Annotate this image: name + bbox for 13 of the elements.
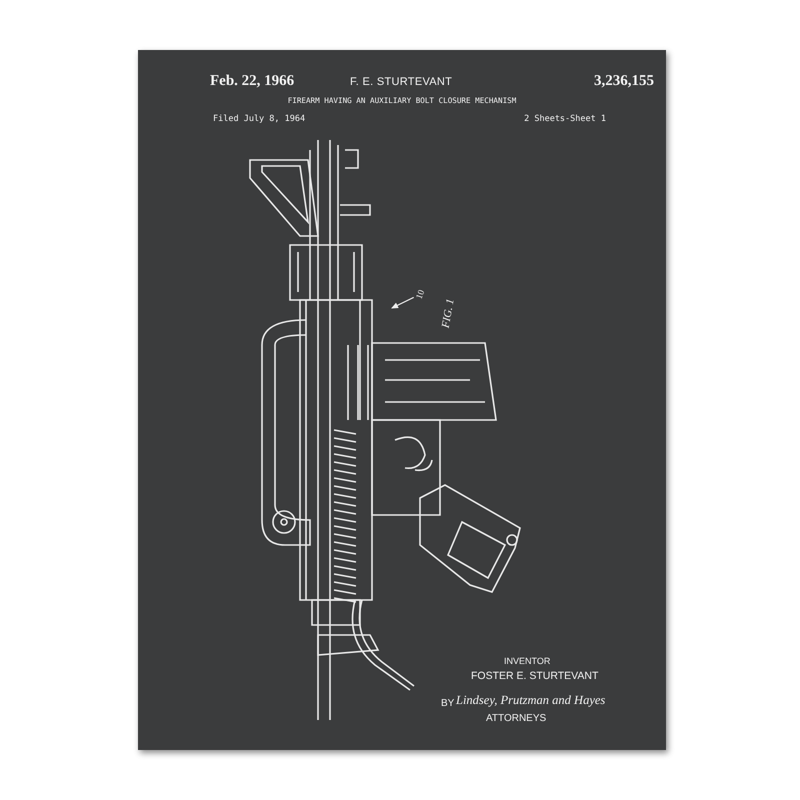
inventor-name: F. E. STURTEVANT <box>350 77 452 88</box>
inventor-signature: FOSTER E. STURTEVANT <box>471 671 598 682</box>
filing-date: Filed July 8, 1964 <box>213 115 306 124</box>
attorney-prefix: BY <box>441 699 454 709</box>
figure-label: FIG. 1 <box>440 298 457 329</box>
patent-number: 3,236,155 <box>594 74 654 89</box>
date: Feb. 22, 1966 <box>210 74 294 89</box>
attorney-heading: ATTORNEYS <box>486 714 546 724</box>
sheet-number: 2 Sheets-Sheet 1 <box>524 115 606 124</box>
reference-numeral: 10 <box>414 288 426 300</box>
leader-arrow <box>391 296 414 309</box>
signature-heading: INVENTOR <box>504 657 550 666</box>
attorney-signature: Lindsey, Prutzman and Hayes <box>456 694 606 706</box>
